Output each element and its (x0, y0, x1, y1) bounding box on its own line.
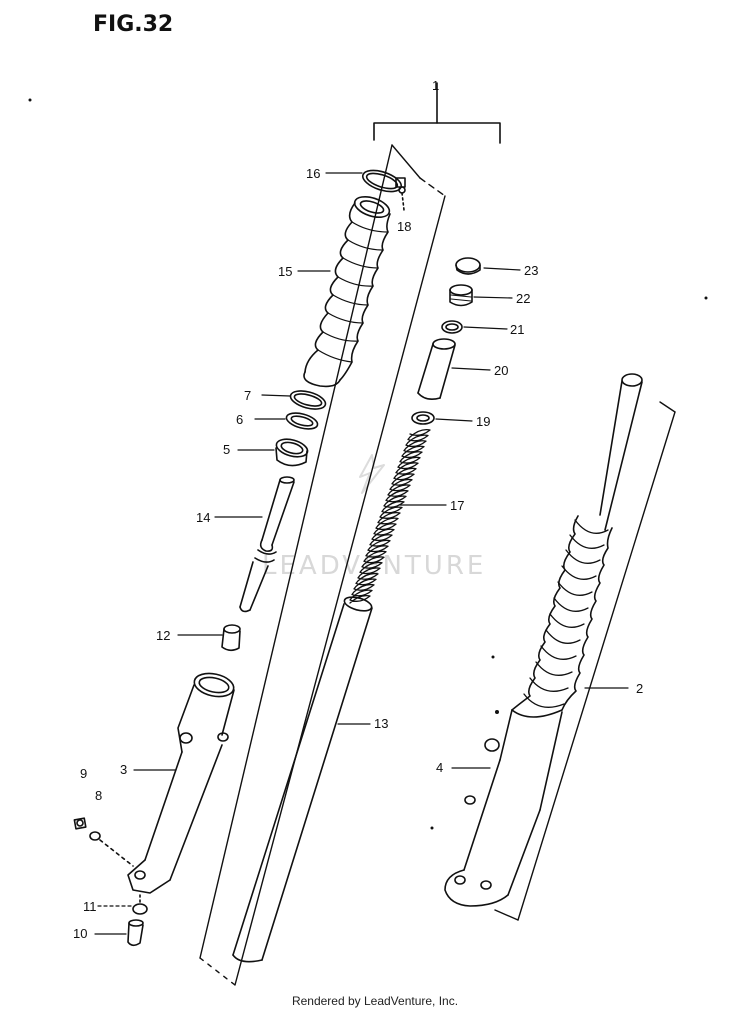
callout-16: 16 (306, 166, 320, 181)
callout-labels: 1 2 3 4 5 6 7 8 9 10 11 12 13 14 15 16 1… (73, 78, 643, 941)
part-10-bolt (127, 919, 144, 947)
part-22-cap-bolt (449, 284, 473, 307)
part-23-cap (455, 257, 481, 275)
fork-exploded-diagram: LEADVENTURE (28, 78, 708, 986)
callout-21: 21 (510, 322, 524, 337)
part-2-fork-assembly-right (444, 373, 643, 907)
exploded-boundary-center (199, 144, 446, 986)
part-5-oil-seal (275, 438, 309, 467)
part-12-oil-lock-piece (221, 624, 241, 652)
callout-19: 19 (476, 414, 490, 429)
leader-lines (94, 172, 629, 935)
callout-3: 3 (120, 762, 127, 777)
figure-title: FIG.32 (93, 12, 174, 37)
part-6-washer (285, 412, 319, 430)
part-8-gasket (89, 831, 134, 867)
part-15-fork-boot (303, 195, 391, 388)
stray-dots (28, 98, 708, 830)
callout-14: 14 (196, 510, 210, 525)
part-14-damper-rod (239, 476, 295, 613)
footer-credit: Rendered by LeadVenture, Inc. (291, 994, 459, 1008)
callout-9: 9 (80, 766, 87, 781)
callout-7: 7 (244, 388, 251, 403)
part-17-fork-spring (349, 429, 431, 604)
part-20-spacer (417, 338, 456, 400)
callout-17: 17 (450, 498, 464, 513)
callout-18: 18 (397, 219, 411, 234)
watermark-logo-icon (359, 454, 385, 494)
assembly-bracket (373, 82, 501, 144)
callout-1: 1 (432, 78, 439, 93)
part-13-inner-tube (232, 596, 373, 963)
part-11-washer (132, 894, 148, 915)
callout-4: 4 (436, 760, 443, 775)
callout-6: 6 (236, 412, 243, 427)
part-7-oring (289, 390, 327, 410)
callout-8: 8 (95, 788, 102, 803)
exploded-boundary-right (494, 401, 676, 921)
callout-5: 5 (223, 442, 230, 457)
part-21-oring (441, 320, 463, 334)
callout-23: 23 (524, 263, 538, 278)
callout-10: 10 (73, 926, 87, 941)
part-19-spring-seat (411, 411, 435, 425)
callout-11: 11 (83, 899, 97, 914)
callout-22: 22 (516, 291, 530, 306)
part-3-outer-tube-left (127, 672, 235, 894)
part-9-drain-screw (73, 817, 87, 830)
callout-2: 2 (636, 681, 643, 696)
watermark-text: LEADVENTURE (262, 551, 486, 581)
callout-12: 12 (156, 628, 170, 643)
callout-15: 15 (278, 264, 292, 279)
callout-20: 20 (494, 363, 508, 378)
callout-13: 13 (374, 716, 388, 731)
part-18-clamp-screw (398, 186, 406, 211)
part-16-boot-clamp (361, 169, 406, 193)
watermark: LEADVENTURE (262, 454, 486, 581)
